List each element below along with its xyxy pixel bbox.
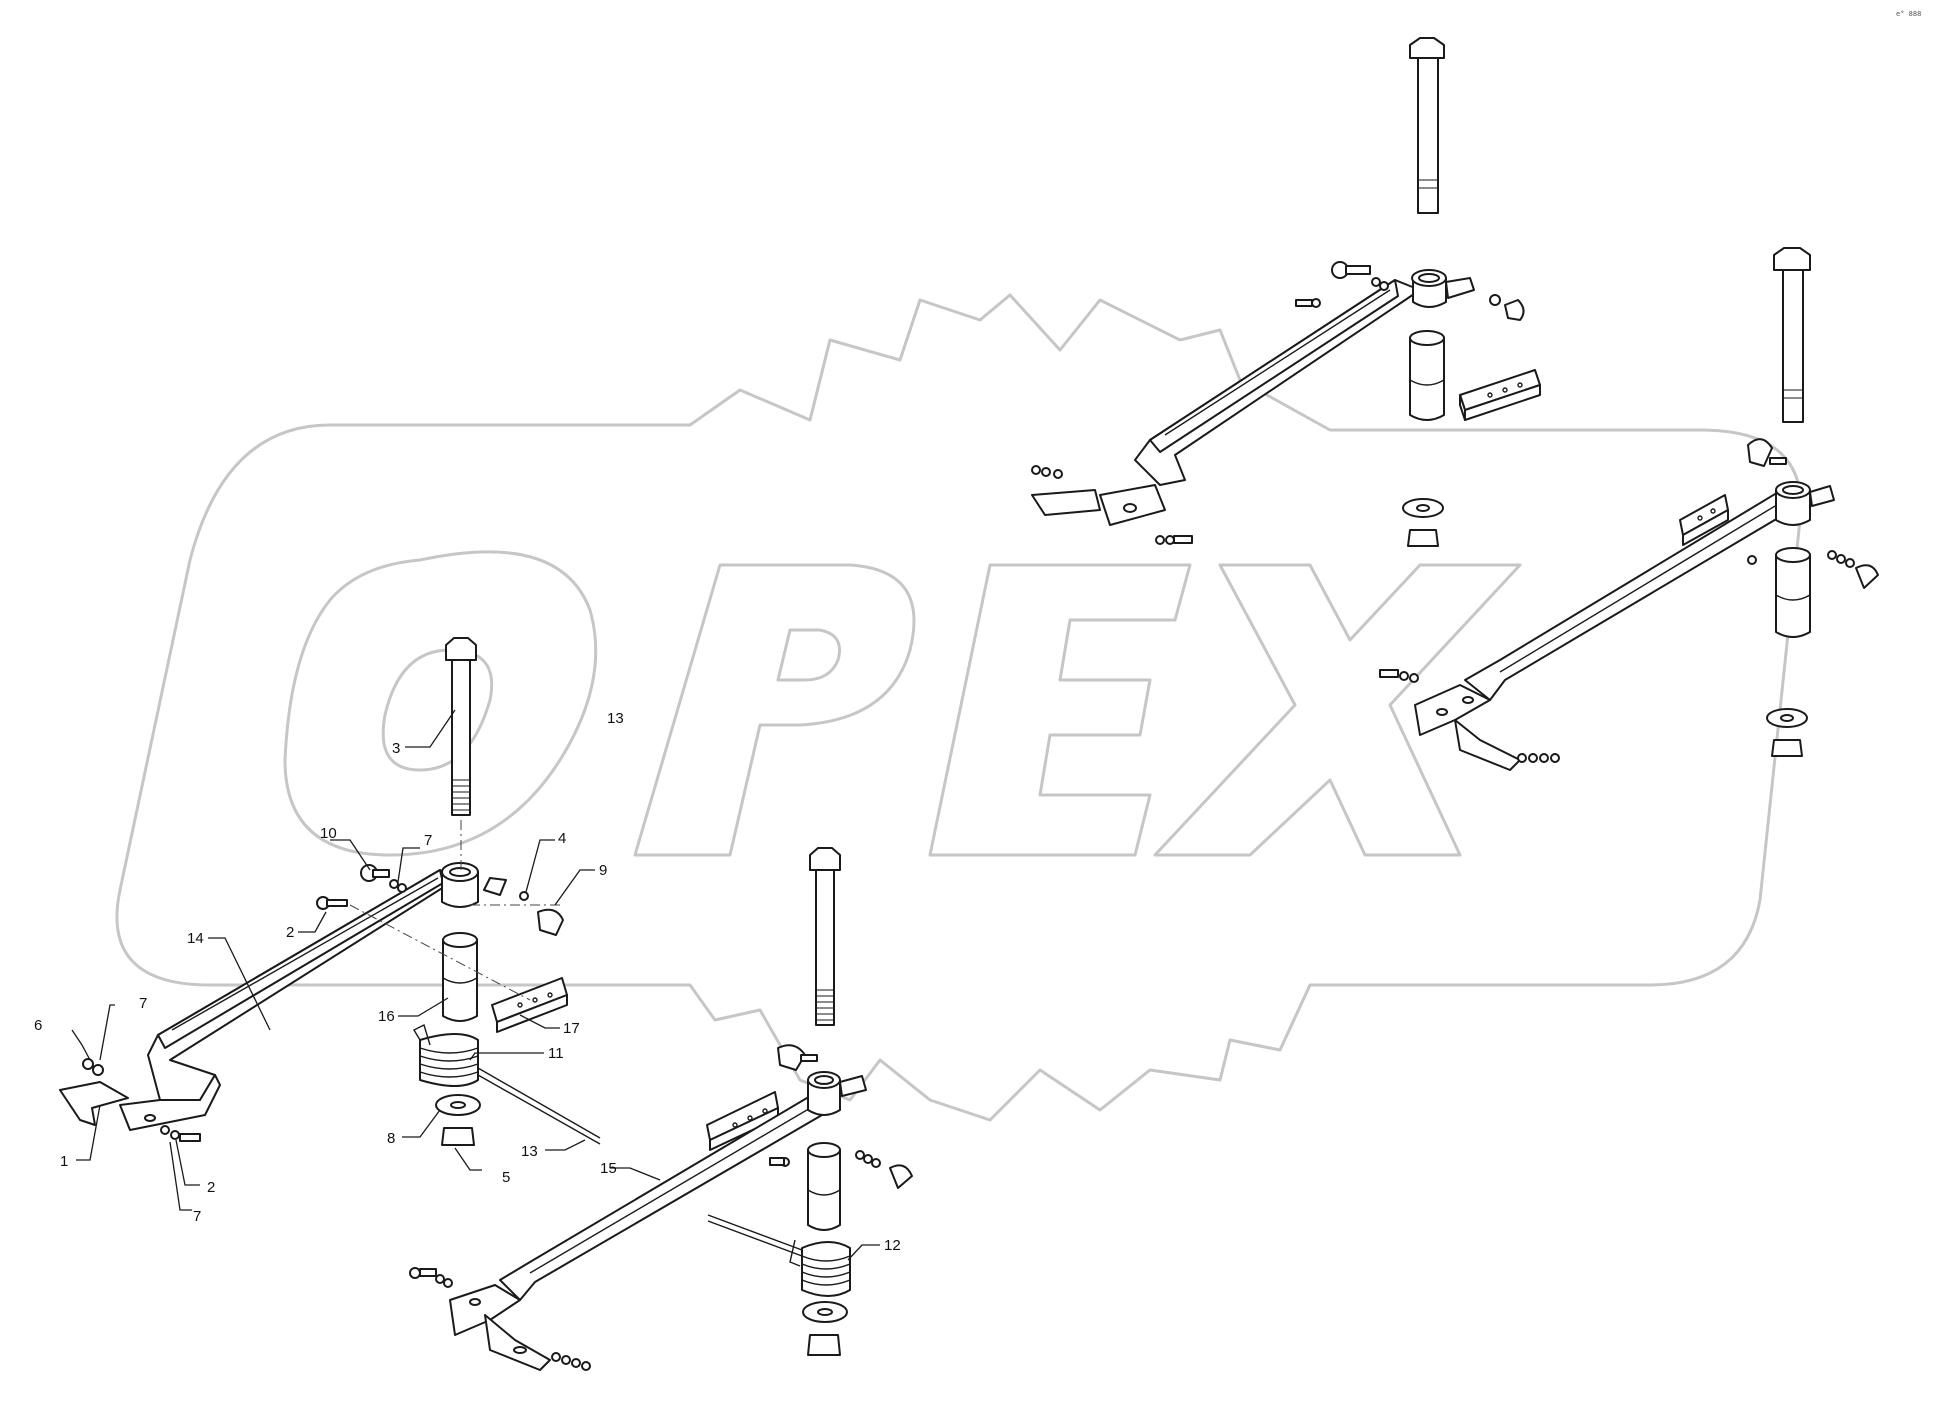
callout-2-upper: 2 <box>286 924 294 941</box>
long-bolt <box>1409 37 1445 214</box>
callout-13-lower: 13 <box>521 1143 538 1160</box>
mounting-block <box>1679 494 1729 546</box>
lock-nut <box>807 1334 841 1356</box>
spacer-tube <box>1775 547 1811 638</box>
washer <box>435 1094 481 1116</box>
watermark-letter-e <box>928 563 1192 857</box>
callout-12: 12 <box>884 1237 901 1254</box>
callout-10: 10 <box>320 825 337 842</box>
long-bolt <box>1773 247 1811 423</box>
assembly-lower-left-arm <box>59 637 601 1146</box>
watermark-letter-o <box>283 550 598 857</box>
washer <box>802 1301 848 1323</box>
assembly-upper-left-arm <box>1031 37 1541 547</box>
callout-4: 4 <box>558 830 566 847</box>
rubber-cap <box>777 1044 806 1071</box>
callout-1: 1 <box>60 1153 68 1170</box>
pivot-bushing <box>1411 269 1475 308</box>
torsion-spring <box>707 1214 851 1297</box>
torsion-spring <box>413 1024 601 1145</box>
gear-outline <box>115 293 1803 1122</box>
pivot-bushing <box>807 1071 867 1116</box>
lock-nut <box>441 1127 475 1146</box>
assembly-axis <box>349 904 531 1001</box>
corner-code: e° 888 <box>1896 10 1921 18</box>
rubber-cap <box>537 908 564 936</box>
swing-arm <box>1414 484 1801 771</box>
assembly-lower-right-arm <box>409 847 913 1371</box>
spacer-tube <box>807 1142 841 1231</box>
callout-17: 17 <box>563 1020 580 1037</box>
callout-2-lower: 2 <box>207 1179 215 1196</box>
spacer-tube <box>442 932 478 1022</box>
mounting-bracket <box>59 1081 129 1126</box>
hardware-upper-a <box>1031 261 1525 547</box>
callout-7-lower: 7 <box>193 1208 201 1225</box>
swing-arm <box>1031 279 1421 526</box>
watermark-letter-p <box>633 563 916 857</box>
hardware-right-b <box>1379 550 1879 763</box>
spacer-tube <box>1409 330 1445 421</box>
cap-bolt <box>1769 457 1787 465</box>
mounting-block <box>706 1091 779 1151</box>
long-bolt <box>445 637 477 816</box>
hex-bolt-shank <box>372 869 390 878</box>
mounting-block <box>1459 369 1541 421</box>
pivot-bushing <box>1775 481 1835 526</box>
opex-watermark <box>115 293 1803 1122</box>
callout-14: 14 <box>187 930 204 947</box>
rubber-cap <box>1747 438 1773 467</box>
callout-9: 9 <box>599 862 607 879</box>
swing-arm <box>119 869 456 1131</box>
assembly-upper-right-arm <box>1379 247 1879 771</box>
leader-lines <box>71 709 880 1261</box>
hardware-lower-b <box>409 1150 913 1371</box>
callout-5: 5 <box>502 1169 510 1186</box>
callout-8: 8 <box>387 1130 395 1147</box>
callout-15: 15 <box>600 1160 617 1177</box>
callout-6: 6 <box>34 1017 42 1034</box>
callout-7-top: 7 <box>424 832 432 849</box>
long-bolt <box>809 847 841 1026</box>
callout-labels: 3 13 10 7 4 9 2 14 16 17 11 8 5 13 6 7 1… <box>34 710 901 1254</box>
callout-3: 3 <box>392 740 400 757</box>
swing-arm <box>449 1094 823 1371</box>
callout-11: 11 <box>548 1045 564 1062</box>
pivot-bushing <box>441 862 507 908</box>
watermark-letter-x <box>1153 563 1522 857</box>
callout-16: 16 <box>378 1008 395 1025</box>
washer-small <box>519 891 529 901</box>
callout-7-left: 7 <box>139 995 147 1012</box>
callout-13-upper: 13 <box>607 710 624 727</box>
